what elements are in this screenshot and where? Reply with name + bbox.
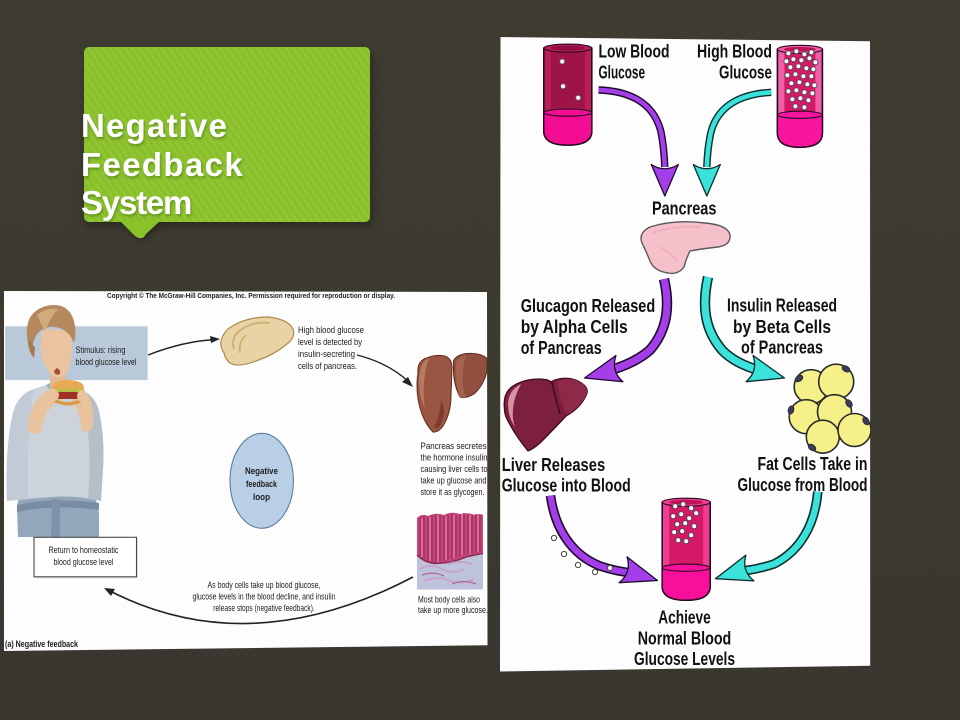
svg-text:of Pancreas: of Pancreas xyxy=(521,338,602,358)
svg-text:Glucose from Blood: Glucose from Blood xyxy=(738,475,868,495)
svg-text:Pancreas: Pancreas xyxy=(652,199,717,219)
svg-text:causing liver cells to: causing liver cells to xyxy=(421,463,488,474)
svg-text:As body cells take up blood gl: As body cells take up blood glucose, xyxy=(208,579,321,590)
svg-text:by Alpha Cells: by Alpha Cells xyxy=(521,317,628,337)
svg-text:Return to homeostatic: Return to homeostatic xyxy=(49,544,119,555)
svg-text:of Pancreas: of Pancreas xyxy=(741,338,823,358)
svg-text:Copyright © The McGraw-Hill Co: Copyright © The McGraw-Hill Companies, I… xyxy=(107,291,395,300)
svg-text:Negative: Negative xyxy=(245,466,278,476)
svg-text:take up more glucose.: take up more glucose. xyxy=(418,604,488,615)
svg-text:by Beta Cells: by Beta Cells xyxy=(733,317,831,337)
svg-text:blood glucose level: blood glucose level xyxy=(76,356,137,367)
svg-text:Low Blood: Low Blood xyxy=(599,42,670,62)
svg-text:Glucose: Glucose xyxy=(599,63,646,83)
svg-text:blood glucose level: blood glucose level xyxy=(54,556,114,567)
svg-text:loop: loop xyxy=(253,492,270,502)
svg-text:Glucose: Glucose xyxy=(719,63,772,83)
svg-text:Normal Blood: Normal Blood xyxy=(638,628,732,648)
svg-text:Pancreas secretes: Pancreas secretes xyxy=(421,440,487,451)
svg-text:insulin-secreting: insulin-secreting xyxy=(298,348,355,359)
svg-text:take up glucose and: take up glucose and xyxy=(421,474,487,485)
svg-text:release stops (negative feedba: release stops (negative feedback). xyxy=(213,602,315,613)
svg-text:level is detected by: level is detected by xyxy=(298,336,362,347)
svg-text:Insulin Released: Insulin Released xyxy=(727,296,837,316)
svg-text:Glucose Levels: Glucose Levels xyxy=(634,649,735,669)
svg-text:High Blood: High Blood xyxy=(697,42,772,62)
svg-text:Fat Cells Take in: Fat Cells Take in xyxy=(758,454,868,474)
svg-text:(a) Negative feedback: (a) Negative feedback xyxy=(5,639,78,650)
svg-text:the hormone insulin: the hormone insulin xyxy=(421,451,488,462)
svg-text:feedback: feedback xyxy=(246,479,278,489)
svg-text:Stimulus: rising: Stimulus: rising xyxy=(76,344,126,355)
svg-text:Achieve: Achieve xyxy=(658,608,711,628)
svg-text:High blood glucose: High blood glucose xyxy=(298,324,364,335)
svg-text:cells of pancreas.: cells of pancreas. xyxy=(298,360,357,371)
svg-text:Liver Releases: Liver Releases xyxy=(502,455,606,475)
svg-text:glucose levels in the blood de: glucose levels in the blood decline, and… xyxy=(193,591,336,602)
svg-text:Glucagon Released: Glucagon Released xyxy=(521,296,656,316)
svg-text:store it as glycogen.: store it as glycogen. xyxy=(421,486,485,497)
svg-text:Glucose into Blood: Glucose into Blood xyxy=(502,475,631,495)
svg-text:Most body cells also: Most body cells also xyxy=(418,594,480,605)
